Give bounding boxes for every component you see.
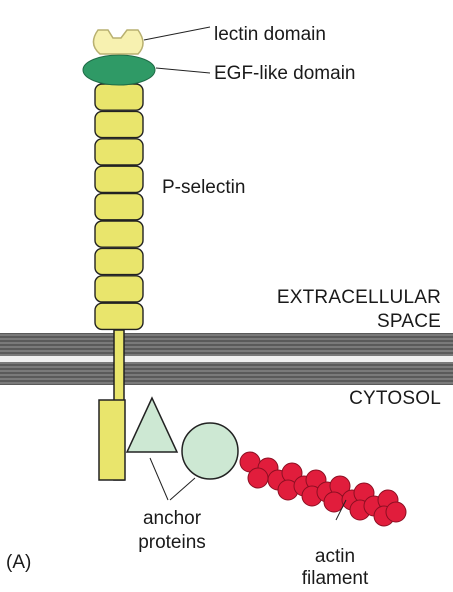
actin-bead	[385, 501, 407, 523]
plasma-membrane	[0, 333, 453, 385]
anchor-pointer-2	[169, 477, 196, 501]
cytoplasmic-tail-left-bar	[98, 399, 126, 481]
p-selectin-repeat-segment	[94, 110, 144, 139]
cytosol-label: CYTOSOL	[349, 388, 441, 409]
p-selectin-repeat-segment	[94, 165, 144, 194]
egf-domain-label: EGF-like domain	[214, 63, 356, 84]
p-selectin-repeat-segment	[94, 275, 144, 303]
anchor-proteins-label-line1: anchor	[143, 508, 202, 529]
p-selectin-repeat-segment	[94, 83, 144, 111]
extracellular-label-line2: SPACE	[377, 311, 441, 332]
p-selectin-repeats	[94, 83, 144, 331]
p-selectin-repeat-segment	[94, 192, 144, 221]
extracellular-label-line1: EXTRACELLULAR	[277, 287, 441, 308]
lectin-domain-shape	[92, 29, 144, 55]
panel-label: (A)	[6, 552, 31, 573]
p-selectin-repeat-segment	[94, 220, 144, 248]
lectin-leader-line	[143, 26, 211, 41]
actin-filament-label-line2: filament	[302, 568, 369, 589]
membrane-inner-leaflet	[0, 362, 453, 385]
lectin-domain-label: lectin domain	[214, 24, 326, 45]
p-selectin-repeat-segment	[94, 138, 144, 166]
actin-filament-label-line1: actin	[315, 546, 355, 567]
actin-bead	[247, 467, 269, 489]
p-selectin-repeat-segment	[94, 302, 144, 331]
p-selectin-repeat-segment	[94, 247, 144, 276]
membrane-gap	[0, 356, 453, 362]
actin-pointer	[335, 499, 347, 521]
egf-leader-line	[155, 67, 211, 74]
anchor-proteins-label-line2: proteins	[138, 532, 206, 553]
anchor-pointer-1	[149, 457, 169, 501]
anchor-triangle	[125, 396, 179, 453]
anchor-circle	[181, 422, 239, 480]
p-selectin-label: P-selectin	[162, 177, 245, 198]
egf-domain-shape	[82, 54, 156, 86]
membrane-outer-leaflet	[0, 333, 453, 356]
actin-bead-chain	[239, 451, 407, 527]
